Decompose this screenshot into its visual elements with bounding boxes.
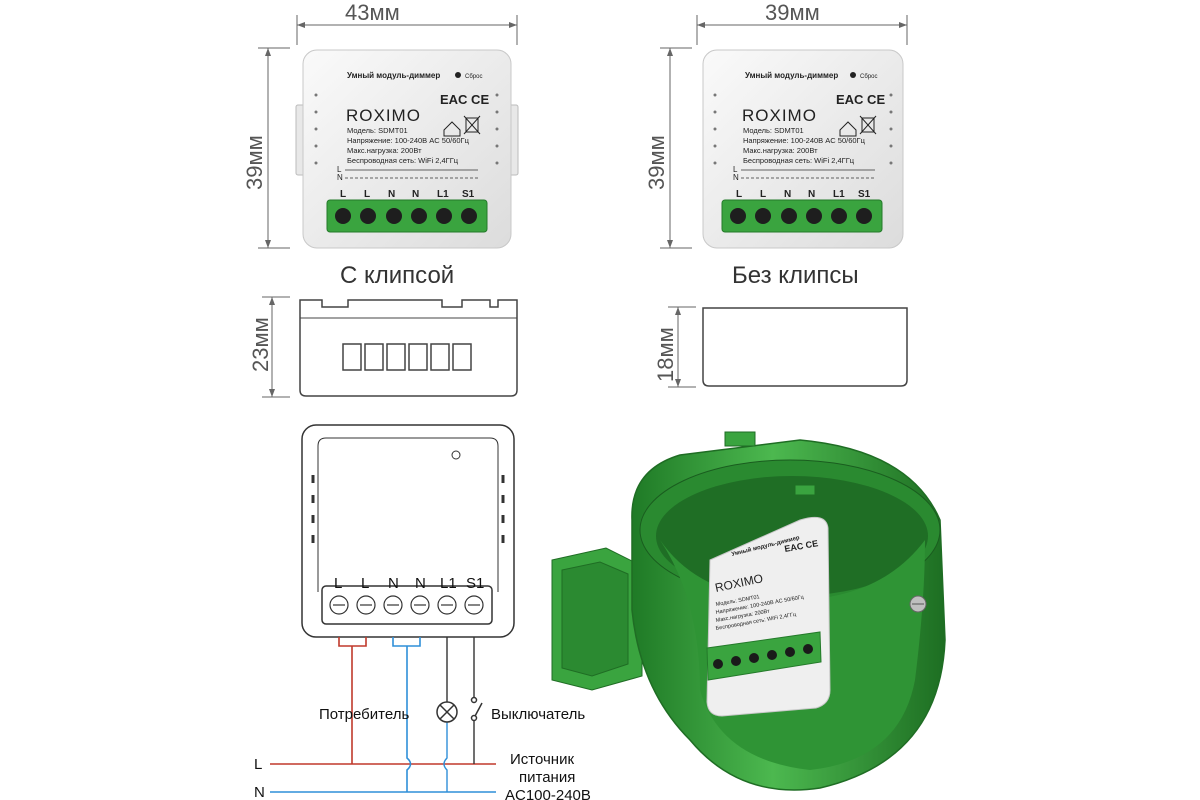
source-label-3: AC100-240В bbox=[505, 787, 591, 800]
terminal-out-label: L1 bbox=[440, 575, 457, 592]
svg-text:N: N bbox=[388, 189, 395, 200]
side-height-label-noclip: 18мм bbox=[653, 327, 678, 382]
module-body bbox=[702, 49, 904, 249]
side-height-label-clip: 23мм bbox=[248, 317, 273, 372]
wireless-text: Беспроводная сеть: WiFi 2,4ГГц bbox=[347, 156, 459, 165]
voltage-text: Напряжение: 100-240В AC 50/60Гц bbox=[743, 136, 866, 145]
svg-text:L1: L1 bbox=[437, 189, 449, 200]
brand-logo: ROXIMO bbox=[742, 106, 817, 125]
side-slots bbox=[342, 343, 472, 371]
line-n-mark: N bbox=[337, 173, 343, 182]
voltage-text: Напряжение: 100-240В AC 50/60Гц bbox=[347, 136, 470, 145]
svg-text:S1: S1 bbox=[858, 189, 871, 200]
terminal-l1-label: L bbox=[334, 575, 342, 592]
height-dimension-noclip: 39мм bbox=[644, 47, 692, 249]
wiring-diagram: L L N N L1 S1 bbox=[254, 424, 591, 800]
width-label-noclip: 39мм bbox=[765, 0, 820, 25]
terminal-switch-label: S1 bbox=[466, 575, 484, 592]
module-title: Умный модуль-диммер bbox=[347, 71, 440, 80]
load-text: Макс.нагрузка: 200Вт bbox=[347, 146, 422, 155]
reset-button-dot bbox=[451, 450, 461, 460]
weee-bin-icon bbox=[861, 117, 875, 133]
brand-logo: ROXIMO bbox=[346, 106, 421, 125]
reset-button-dot bbox=[850, 72, 856, 78]
svg-text:L: L bbox=[340, 189, 346, 200]
module-title: Умный модуль-диммер bbox=[745, 71, 838, 80]
weee-bin-icon bbox=[465, 117, 479, 133]
line-l-mark: L bbox=[733, 165, 738, 174]
terminal-l2-label: L bbox=[361, 575, 369, 592]
source-label-1: Источник bbox=[510, 751, 574, 768]
svg-text:L: L bbox=[736, 189, 742, 200]
line-n-mark: N bbox=[733, 173, 739, 182]
svg-text:L: L bbox=[760, 189, 766, 200]
lamp-icon bbox=[436, 701, 458, 723]
svg-text:L1: L1 bbox=[833, 189, 845, 200]
wire-l-red bbox=[270, 637, 496, 765]
svg-text:N: N bbox=[784, 189, 791, 200]
schematic-screws bbox=[329, 595, 484, 615]
junction-box-illustration: Умный модуль-диммер EAC CE ROXIMO Модель… bbox=[551, 431, 946, 791]
module-body bbox=[302, 49, 512, 249]
reset-label: Сброс bbox=[465, 74, 482, 80]
wire-n-blue bbox=[270, 637, 496, 793]
reset-label: Сброс bbox=[860, 74, 877, 80]
module-in-box: Умный модуль-диммер EAC CE ROXIMO Модель… bbox=[706, 516, 831, 717]
side-view-with-clip bbox=[262, 296, 518, 398]
svg-text:L: L bbox=[364, 189, 370, 200]
terminal-marks-noclip: L L N N L1 S1 bbox=[736, 189, 871, 200]
width-label-clip: 43мм bbox=[345, 0, 400, 25]
svg-text:S1: S1 bbox=[462, 189, 475, 200]
height-dimension-clip: 39мм bbox=[242, 47, 290, 249]
wireless-text: Беспроводная сеть: WiFi 2,4ГГц bbox=[743, 156, 855, 165]
cert-marks: EAC CE bbox=[836, 92, 885, 107]
terminal-marks-clip: L L N N L1 S1 bbox=[340, 189, 475, 200]
side-view-without-clip: 18мм bbox=[653, 306, 908, 388]
front-view-with-clip: 43мм 39мм Умный модуль-диммер Сброс ROXI… bbox=[242, 0, 519, 289]
reset-button-dot bbox=[455, 72, 461, 78]
height-label-noclip: 39мм bbox=[644, 135, 669, 190]
model-text: Модель: SDMT01 bbox=[347, 126, 408, 135]
line-n-label: N bbox=[254, 784, 265, 800]
line-l-label: L bbox=[254, 756, 262, 773]
svg-text:N: N bbox=[808, 189, 815, 200]
terminal-screws-clip bbox=[335, 208, 477, 224]
home-icon bbox=[839, 121, 857, 137]
consumer-label: Потребитель bbox=[319, 706, 409, 723]
terminal-block bbox=[721, 199, 883, 233]
line-l-mark: L bbox=[337, 165, 342, 174]
caption-with-clip: С клипсой bbox=[340, 262, 454, 289]
switch-icon bbox=[470, 696, 483, 722]
svg-text:N: N bbox=[412, 189, 419, 200]
front-view-without-clip: 39мм 39мм Умный модуль-диммер Сброс ROXI… bbox=[644, 0, 908, 289]
schematic-terminal-labels: L L N N L1 S1 bbox=[334, 575, 484, 592]
width-dimension-clip: 43мм bbox=[296, 0, 518, 45]
terminal-n1-label: N bbox=[388, 575, 399, 592]
wire-load-black bbox=[443, 637, 475, 792]
height-label-clip: 39мм bbox=[242, 135, 267, 190]
terminal-block bbox=[326, 199, 488, 233]
cert-marks: EAC CE bbox=[440, 92, 489, 107]
switch-label: Выключатель bbox=[491, 706, 585, 723]
load-text: Макс.нагрузка: 200Вт bbox=[743, 146, 818, 155]
terminal-screws-noclip bbox=[730, 208, 872, 224]
home-icon bbox=[443, 121, 461, 137]
caption-without-clip: Без клипсы bbox=[732, 262, 859, 289]
source-label-2: питания bbox=[519, 769, 575, 786]
width-dimension-noclip: 39мм bbox=[696, 0, 908, 45]
model-text: Модель: SDMT01 bbox=[743, 126, 804, 135]
terminal-n2-label: N bbox=[415, 575, 426, 592]
